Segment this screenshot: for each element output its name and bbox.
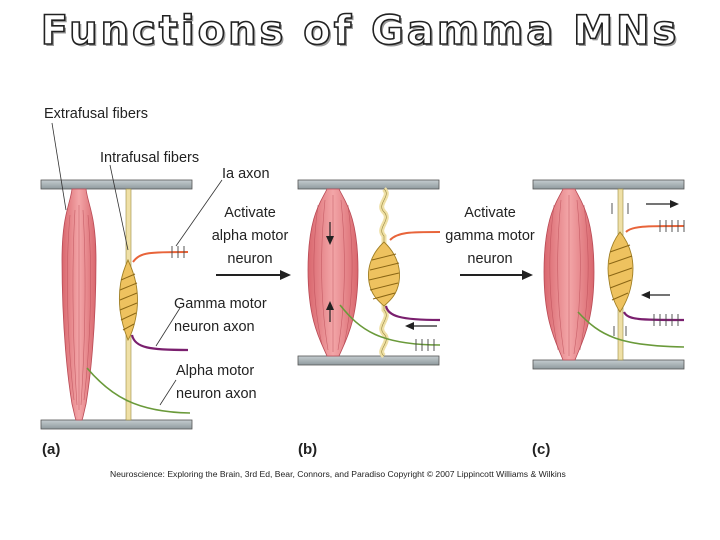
- gamma-axon: [623, 311, 685, 322]
- ia-axon: [132, 251, 189, 263]
- gamma-axon: [384, 305, 441, 322]
- label-activate-alpha-line1: Activate: [224, 205, 276, 221]
- label-ia-axon: Ia axon: [222, 166, 270, 182]
- top-bar: [297, 179, 440, 190]
- leader-intrafusal: [109, 164, 129, 251]
- label-intrafusal-fibers: Intrafusal fibers: [100, 150, 199, 166]
- top-bar: [40, 179, 193, 190]
- leader-extrafusal: [51, 122, 67, 211]
- panel-label-b: (b): [298, 441, 317, 458]
- panel-a: [40, 179, 193, 430]
- label-extrafusal-fibers: Extrafusal fibers: [44, 106, 148, 122]
- label-activate-gamma-line3: neuron: [467, 251, 512, 267]
- label-activate-gamma-line1: Activate: [464, 205, 516, 221]
- bottom-bar: [40, 419, 193, 430]
- label-alpha-motor-line2: neuron axon: [176, 386, 257, 402]
- panel-label-c: (c): [532, 441, 550, 458]
- slide-title: Functions of Gamma MNs: [40, 7, 680, 55]
- leader-gamma-axon: [155, 307, 181, 347]
- panel-c: [532, 179, 685, 370]
- label-activate-alpha-line2: alpha motor: [212, 228, 289, 244]
- ia-axon: [625, 225, 685, 233]
- panel-b: [297, 179, 441, 366]
- leader-alpha-axon: [159, 379, 177, 406]
- gamma-axon: [130, 334, 189, 352]
- leader-ia-axon: [175, 179, 223, 247]
- alpha-axon: [86, 367, 191, 414]
- label-alpha-motor-line1: Alpha motor: [176, 363, 254, 379]
- label-activate-gamma-line2: gamma motor: [445, 228, 535, 244]
- top-bar: [532, 179, 685, 190]
- alpha-axon: [577, 311, 685, 348]
- spindle-capsule: [118, 258, 138, 342]
- label-gamma-motor-line1: Gamma motor: [174, 296, 267, 312]
- bottom-bar: [532, 359, 685, 370]
- spindle-capsule: [368, 241, 400, 307]
- ia-axon: [389, 231, 441, 241]
- label-gamma-motor-line2: neuron axon: [174, 319, 255, 335]
- panel-label-a: (a): [42, 441, 60, 458]
- bottom-bar: [297, 355, 440, 366]
- figure-credit: Neuroscience: Exploring the Brain, 3rd E…: [110, 469, 566, 479]
- label-activate-alpha-line3: neuron: [227, 251, 272, 267]
